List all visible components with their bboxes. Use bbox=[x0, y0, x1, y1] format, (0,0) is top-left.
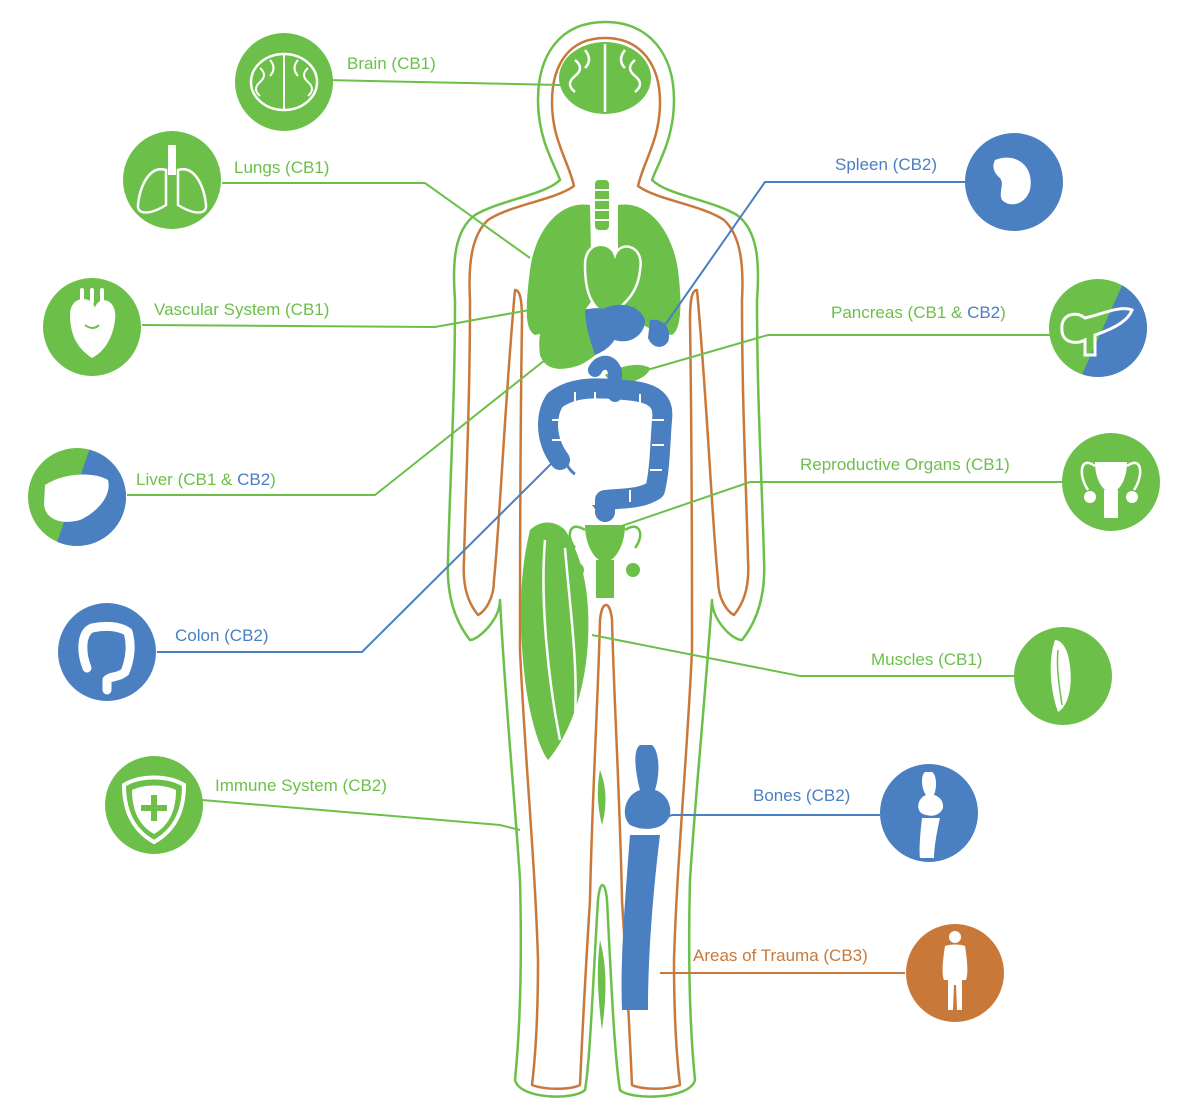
lungs-icon bbox=[123, 131, 221, 229]
liver-label-part-1: CB2 bbox=[237, 470, 271, 489]
reproductive-label-part-0: Reproductive Organs (CB1) bbox=[800, 455, 1010, 474]
pancreas-label-part-2: ) bbox=[1000, 303, 1006, 322]
vascular-label-part-0: Vascular System (CB1) bbox=[154, 300, 330, 319]
thigh-muscles bbox=[520, 522, 589, 760]
reproductive-line bbox=[609, 481, 1062, 531]
liver-icon bbox=[28, 448, 126, 546]
liver-label: Liver (CB1 & CB2) bbox=[136, 470, 276, 490]
body-outline-inner bbox=[462, 36, 750, 1090]
colon-organ bbox=[538, 378, 673, 522]
vascular-label: Vascular System (CB1) bbox=[154, 300, 329, 320]
colon-icon bbox=[58, 603, 156, 701]
leg-bones bbox=[621, 745, 671, 1010]
lungs-line bbox=[222, 182, 531, 259]
lungs-label-part-0: Lungs (CB1) bbox=[234, 158, 330, 177]
spleen-icon bbox=[965, 133, 1063, 231]
colon-appendix bbox=[563, 461, 576, 476]
brain-organ bbox=[559, 42, 651, 114]
liver-label-part-0: Liver (CB1 & bbox=[136, 470, 238, 489]
body-outline bbox=[446, 20, 766, 1098]
reproductive-organs-icon bbox=[1062, 433, 1160, 531]
pancreas-icon bbox=[1049, 279, 1147, 377]
icon-circles bbox=[28, 33, 1160, 1022]
muscles-line bbox=[591, 634, 1015, 677]
pancreas-label-part-1: CB2 bbox=[967, 303, 1001, 322]
bladder-organ bbox=[592, 505, 618, 522]
spleen-label: Spleen (CB2) bbox=[835, 155, 937, 175]
muscles-label-part-0: Muscles (CB1) bbox=[871, 650, 983, 669]
bones-line bbox=[659, 814, 880, 821]
brain-label-part-0: Brain (CB1) bbox=[347, 54, 436, 73]
human-figure-icon bbox=[906, 924, 1004, 1022]
colon-label: Colon (CB2) bbox=[175, 626, 269, 646]
bones-label: Bones (CB2) bbox=[753, 786, 850, 806]
brain-label: Brain (CB1) bbox=[347, 54, 436, 74]
stomach-organ bbox=[600, 304, 645, 342]
brain-icon bbox=[235, 33, 333, 131]
spleen-line bbox=[657, 181, 965, 336]
lungs-organ-right bbox=[618, 204, 681, 335]
immune-label-part-0: Immune System (CB2) bbox=[215, 776, 387, 795]
lungs-label: Lungs (CB1) bbox=[234, 158, 329, 178]
pancreas-label: Pancreas (CB1 & CB2) bbox=[831, 303, 1006, 323]
heart-organ bbox=[583, 243, 642, 317]
trauma-label: Areas of Trauma (CB3) bbox=[693, 946, 868, 966]
bones-label-part-0: Bones (CB2) bbox=[753, 786, 851, 805]
immune-line bbox=[201, 799, 521, 831]
muscle-icon bbox=[1014, 627, 1112, 725]
pancreas-line bbox=[639, 334, 1050, 373]
trauma-label-part-0: Areas of Trauma (CB3) bbox=[693, 946, 868, 965]
immune-label: Immune System (CB2) bbox=[215, 776, 387, 796]
reproductive-label: Reproductive Organs (CB1) bbox=[800, 455, 1010, 475]
ankle-muscle bbox=[597, 940, 606, 1030]
body-outline-outer bbox=[446, 20, 766, 1098]
colon-label-part-0: Colon (CB2) bbox=[175, 626, 269, 645]
pancreas-label-part-0: Pancreas (CB1 & bbox=[831, 303, 968, 322]
brain-line bbox=[324, 79, 561, 86]
vascular-line bbox=[141, 299, 586, 329]
liver-line bbox=[127, 359, 546, 496]
shin-muscle bbox=[597, 770, 606, 825]
organs bbox=[520, 42, 681, 1030]
colon-line bbox=[157, 454, 561, 653]
muscles-label: Muscles (CB1) bbox=[871, 650, 982, 670]
trachea bbox=[595, 180, 609, 230]
heart-icon bbox=[43, 278, 141, 376]
spleen-label-part-0: Spleen (CB2) bbox=[835, 155, 938, 174]
connector-lines bbox=[127, 79, 1062, 974]
liver-label-part-2: ) bbox=[270, 470, 276, 489]
leg-bone-icon bbox=[880, 764, 978, 862]
shield-plus-icon bbox=[105, 756, 203, 854]
